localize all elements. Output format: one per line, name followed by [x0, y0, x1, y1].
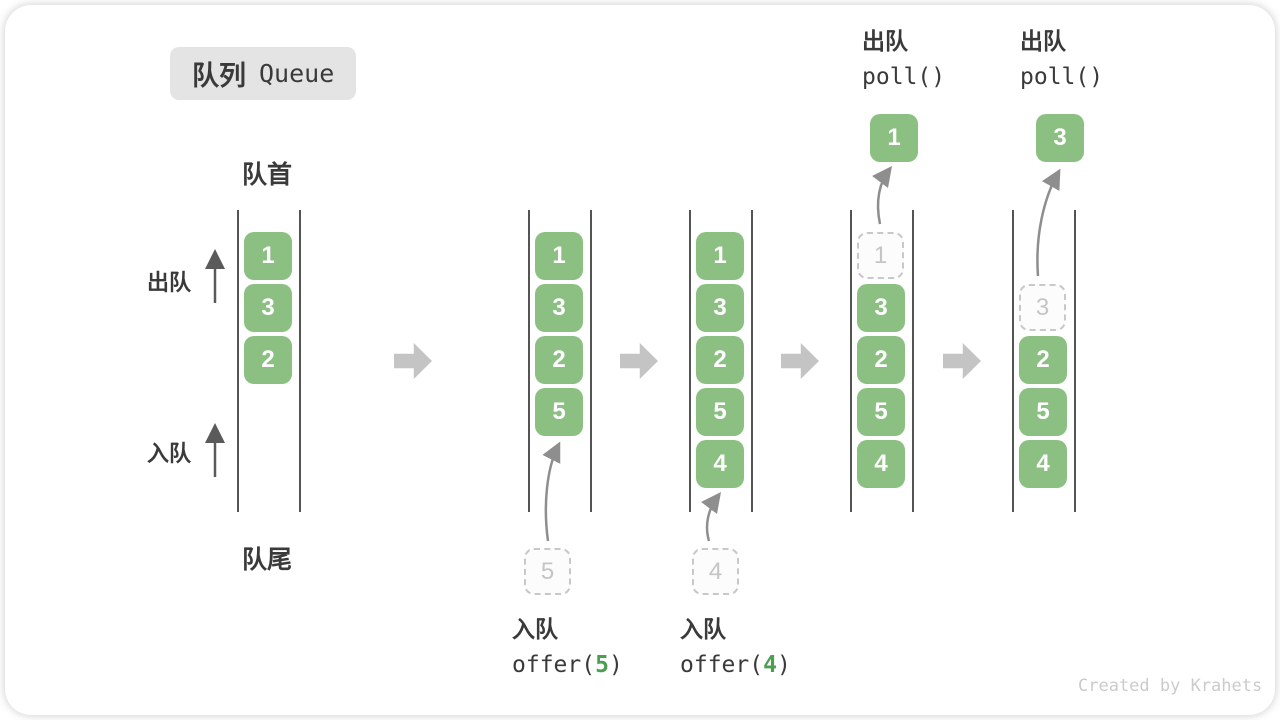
queue-wall-right	[299, 210, 301, 512]
queue-item-box: 3	[535, 284, 583, 332]
op-code-post: )	[776, 652, 791, 678]
dequeue-op-label: 出队 poll()	[1020, 30, 1103, 89]
queue-wall-right	[751, 210, 753, 512]
queue-wall-left	[237, 210, 239, 512]
enqueue-side-label: 入队	[147, 441, 192, 466]
queue-wall-right	[912, 210, 914, 512]
dequeued-item-box: 3	[1036, 114, 1084, 162]
enqueue-op-label: 入队 offer(5)	[512, 618, 623, 677]
queue-item-box: 2	[535, 336, 583, 384]
op-code-arg: 5	[595, 652, 609, 678]
title-zh: 队列	[192, 61, 246, 91]
op-code-pre: offer(	[512, 652, 596, 678]
dequeue-arrow-poll-1	[872, 165, 892, 225]
queue-item-box: 5	[535, 388, 583, 436]
op-code-post: )	[608, 652, 623, 678]
op-code-text: offer(4)	[680, 654, 791, 677]
queue-item-box: 5	[857, 388, 905, 436]
enqueue-arrow-offer-4	[701, 491, 721, 542]
queue-wall-right	[1074, 210, 1076, 512]
op-code-arg: 4	[763, 652, 777, 678]
queue-wall-left	[1012, 210, 1014, 512]
queue-wall-left	[528, 210, 530, 512]
queue-item-dashed-box: 1	[857, 232, 904, 279]
queue-item-box: 4	[696, 440, 744, 488]
queue-item-box: 3	[696, 284, 744, 332]
op-action-text: 入队	[512, 616, 558, 642]
queue-item-box: 4	[857, 440, 905, 488]
queue-item-box: 1	[696, 232, 744, 280]
queue-item-box: 5	[1019, 388, 1067, 436]
queue-wall-left	[850, 210, 852, 512]
op-code-text: offer(5)	[512, 654, 623, 677]
dequeue-arrow-poll-3	[1036, 168, 1061, 277]
queue-item-dashed-box: 3	[1019, 284, 1066, 331]
op-code-text: poll()	[862, 66, 945, 89]
enqueue-arrow-offer-5	[542, 441, 561, 542]
queue-item-box: 3	[857, 284, 905, 332]
watermark: Created by Krahets	[1078, 676, 1263, 696]
queue-item-box: 4	[1019, 440, 1067, 488]
op-action-text: 入队	[680, 616, 726, 642]
incoming-item-box: 4	[692, 548, 739, 595]
enqueue-op-label: 入队 offer(4)	[680, 618, 791, 677]
title-en: Queue	[259, 59, 335, 88]
queue-item-box: 2	[696, 336, 744, 384]
op-code-text: poll()	[1020, 66, 1103, 89]
dequeue-op-label: 出队 poll()	[862, 30, 945, 89]
queue-item-box: 1	[244, 232, 292, 280]
dequeued-item-box: 1	[870, 114, 918, 162]
op-action-text: 出队	[1020, 28, 1066, 54]
queue-item-box: 5	[696, 388, 744, 436]
queue-item-box: 3	[244, 284, 292, 332]
queue-item-box: 2	[857, 336, 905, 384]
queue-front-label: 队首	[242, 161, 293, 189]
queue-wall-left	[689, 210, 691, 512]
op-action-text: 出队	[862, 28, 908, 54]
title-badge: 队列 Queue	[170, 47, 357, 100]
queue-item-box: 1	[535, 232, 583, 280]
queue-rear-label: 队尾	[242, 546, 293, 574]
queue-wall-right	[590, 210, 592, 512]
op-code-pre: offer(	[680, 652, 764, 678]
op-code-pre: poll()	[862, 64, 946, 90]
queue-item-box: 2	[1019, 336, 1067, 384]
queue-item-box: 2	[244, 336, 292, 384]
incoming-item-box: 5	[524, 548, 571, 595]
dequeue-side-label: 出队	[147, 270, 192, 295]
op-code-pre: poll()	[1020, 64, 1104, 90]
